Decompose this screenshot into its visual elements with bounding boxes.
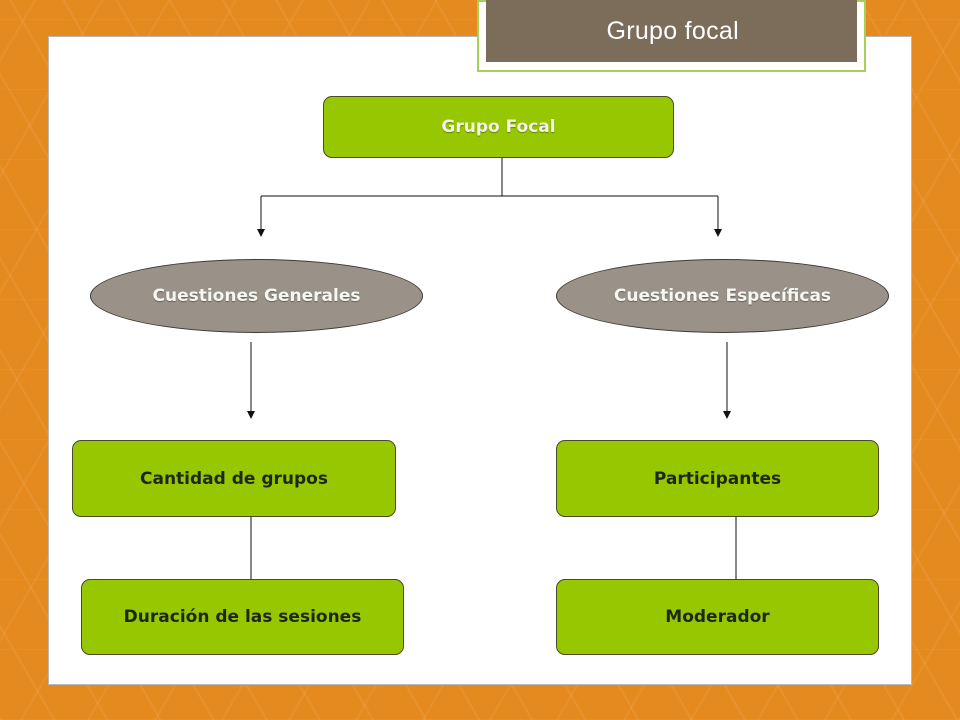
node-cuestiones-generales: Cuestiones Generales (90, 259, 423, 333)
node-duracion-de-las-sesiones-label: Duración de las sesiones (123, 607, 362, 627)
node-cuestiones-especificas-label: Cuestiones Específicas (613, 286, 832, 306)
node-duracion-de-las-sesiones: Duración de las sesiones (81, 579, 404, 655)
node-participantes-label: Participantes (653, 468, 782, 489)
node-cuestiones-generales-label: Cuestiones Generales (152, 286, 361, 306)
node-participantes: Participantes (556, 440, 879, 517)
node-moderador-label: Moderador (665, 607, 770, 627)
node-cantidad-de-grupos: Cantidad de grupos (72, 440, 396, 517)
node-grupo-focal-label: Grupo Focal (441, 117, 556, 137)
node-cantidad-de-grupos-label: Cantidad de grupos (140, 468, 328, 489)
node-grupo-focal: Grupo Focal (323, 96, 674, 158)
slide-title: Grupo focal (486, 0, 857, 62)
node-cuestiones-especificas: Cuestiones Específicas (556, 259, 889, 333)
node-moderador: Moderador (556, 579, 879, 655)
